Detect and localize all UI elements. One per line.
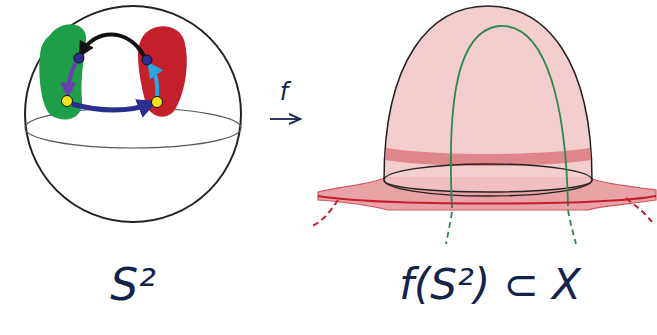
green-curve (568, 210, 576, 244)
base-point (62, 96, 73, 107)
base-point (74, 53, 84, 63)
loop-arrow (151, 67, 157, 96)
image-surface (312, 6, 656, 244)
base-ellipse (384, 164, 592, 196)
loop-arrow (72, 104, 150, 110)
image-label: f(S²) ⊂ X (399, 264, 581, 306)
map-name: f (280, 80, 288, 104)
sphere (25, 6, 241, 222)
red-curve (312, 200, 338, 226)
loop-arrow (82, 34, 144, 56)
red-curve (626, 198, 652, 222)
green-curve (446, 212, 452, 244)
loop-arrow (68, 62, 76, 92)
base-point (152, 97, 163, 108)
green-curve (451, 26, 568, 208)
band (385, 148, 591, 166)
base-point (142, 55, 152, 65)
sphere-outline (25, 6, 241, 222)
red-curve (318, 196, 656, 204)
map-arrow (270, 118, 299, 120)
domain-label: S² (110, 263, 156, 307)
